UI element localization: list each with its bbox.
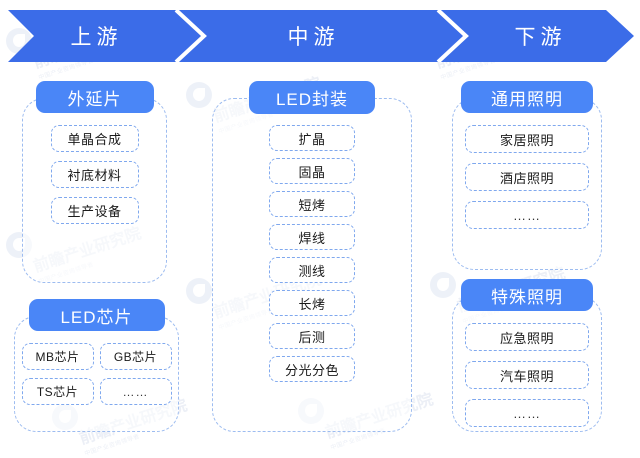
list-item[interactable]: 长烤 bbox=[269, 290, 355, 316]
group-header-led-chip: LED芯片 bbox=[28, 299, 165, 331]
list-item[interactable]: 酒店照明 bbox=[465, 163, 589, 191]
list-item[interactable]: 应急照明 bbox=[465, 323, 589, 351]
stage-area: 外延片 单晶合成 衬底材料 生产设备 LED芯片 MB芯片 GB芯片 TS芯片 … bbox=[0, 70, 640, 452]
list-item[interactable]: TS芯片 bbox=[21, 378, 94, 405]
list-item[interactable]: 衬底材料 bbox=[50, 161, 139, 188]
group-special-lighting: 特殊照明 应急照明 汽车照明 …… bbox=[452, 279, 602, 432]
list-item[interactable]: 家居照明 bbox=[465, 125, 589, 153]
group-header-general-lighting: 通用照明 bbox=[461, 81, 593, 113]
list-item[interactable]: 测线 bbox=[269, 257, 355, 283]
list-item[interactable]: 固晶 bbox=[269, 158, 355, 184]
list-item[interactable]: 单晶合成 bbox=[50, 125, 139, 152]
group-items-led-packaging: 扩晶 固晶 短烤 焊线 测线 长烤 后测 分光分色 bbox=[213, 125, 411, 389]
list-item[interactable]: 短烤 bbox=[269, 191, 355, 217]
group-items-epitaxial-wafer: 单晶合成 衬底材料 生产设备 bbox=[23, 125, 166, 233]
group-items-special-lighting: 应急照明 汽车照明 …… bbox=[453, 323, 601, 437]
list-item[interactable]: MB芯片 bbox=[21, 343, 94, 370]
list-item[interactable]: 扩晶 bbox=[269, 125, 355, 151]
list-item[interactable]: 汽车照明 bbox=[465, 361, 589, 389]
group-header-special-lighting: 特殊照明 bbox=[461, 279, 593, 311]
list-item[interactable]: GB芯片 bbox=[99, 343, 172, 370]
banner-segment-upstream: 上游 bbox=[70, 26, 123, 49]
banner-segment-midstream: 中游 bbox=[287, 26, 340, 49]
list-item-more[interactable]: …… bbox=[465, 399, 589, 427]
group-items-led-chip: MB芯片 GB芯片 TS芯片 …… bbox=[15, 343, 178, 413]
group-general-lighting: 通用照明 家居照明 酒店照明 …… bbox=[452, 81, 602, 270]
group-led-packaging: LED封装 扩晶 固晶 短烤 焊线 测线 长烤 后测 分光分色 bbox=[212, 81, 412, 432]
stage-banner: 上游 中游 下游 bbox=[8, 10, 634, 62]
group-header-epitaxial-wafer: 外延片 bbox=[35, 81, 154, 113]
list-item-more[interactable]: …… bbox=[99, 378, 172, 405]
list-item[interactable]: 焊线 bbox=[269, 224, 355, 250]
list-item[interactable]: 后测 bbox=[269, 323, 355, 349]
group-epitaxial-wafer: 外延片 单晶合成 衬底材料 生产设备 bbox=[22, 81, 167, 283]
banner-segment-downstream: 下游 bbox=[514, 26, 567, 49]
list-item[interactable]: 生产设备 bbox=[50, 197, 139, 224]
group-header-led-packaging: LED封装 bbox=[249, 81, 375, 114]
group-items-general-lighting: 家居照明 酒店照明 …… bbox=[453, 125, 601, 239]
list-item[interactable]: 分光分色 bbox=[269, 356, 355, 382]
group-led-chip: LED芯片 MB芯片 GB芯片 TS芯片 …… bbox=[14, 299, 179, 432]
banner-arrow-shape bbox=[8, 10, 634, 62]
list-item-more[interactable]: …… bbox=[465, 201, 589, 229]
